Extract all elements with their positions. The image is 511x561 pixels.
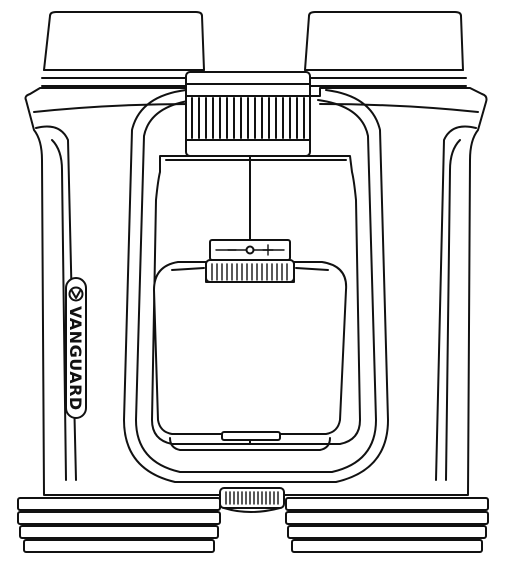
vanguard-v-shield-icon bbox=[68, 286, 84, 302]
right-objective-cap bbox=[302, 11, 467, 87]
thumb-pad bbox=[153, 261, 348, 451]
focus-wheel[interactable] bbox=[185, 71, 311, 157]
diopter-adjuster[interactable] bbox=[205, 239, 295, 283]
left-eyecup[interactable] bbox=[17, 497, 221, 553]
center-hinge-knob bbox=[219, 487, 285, 513]
diopter-indicator-icon bbox=[245, 245, 255, 255]
central-bridge bbox=[123, 89, 389, 483]
brand-badge: VANGUARD bbox=[65, 277, 87, 419]
brand-text: VANGUARD bbox=[66, 306, 85, 411]
left-objective-cap bbox=[41, 11, 207, 87]
right-eyecup[interactable] bbox=[285, 497, 489, 553]
